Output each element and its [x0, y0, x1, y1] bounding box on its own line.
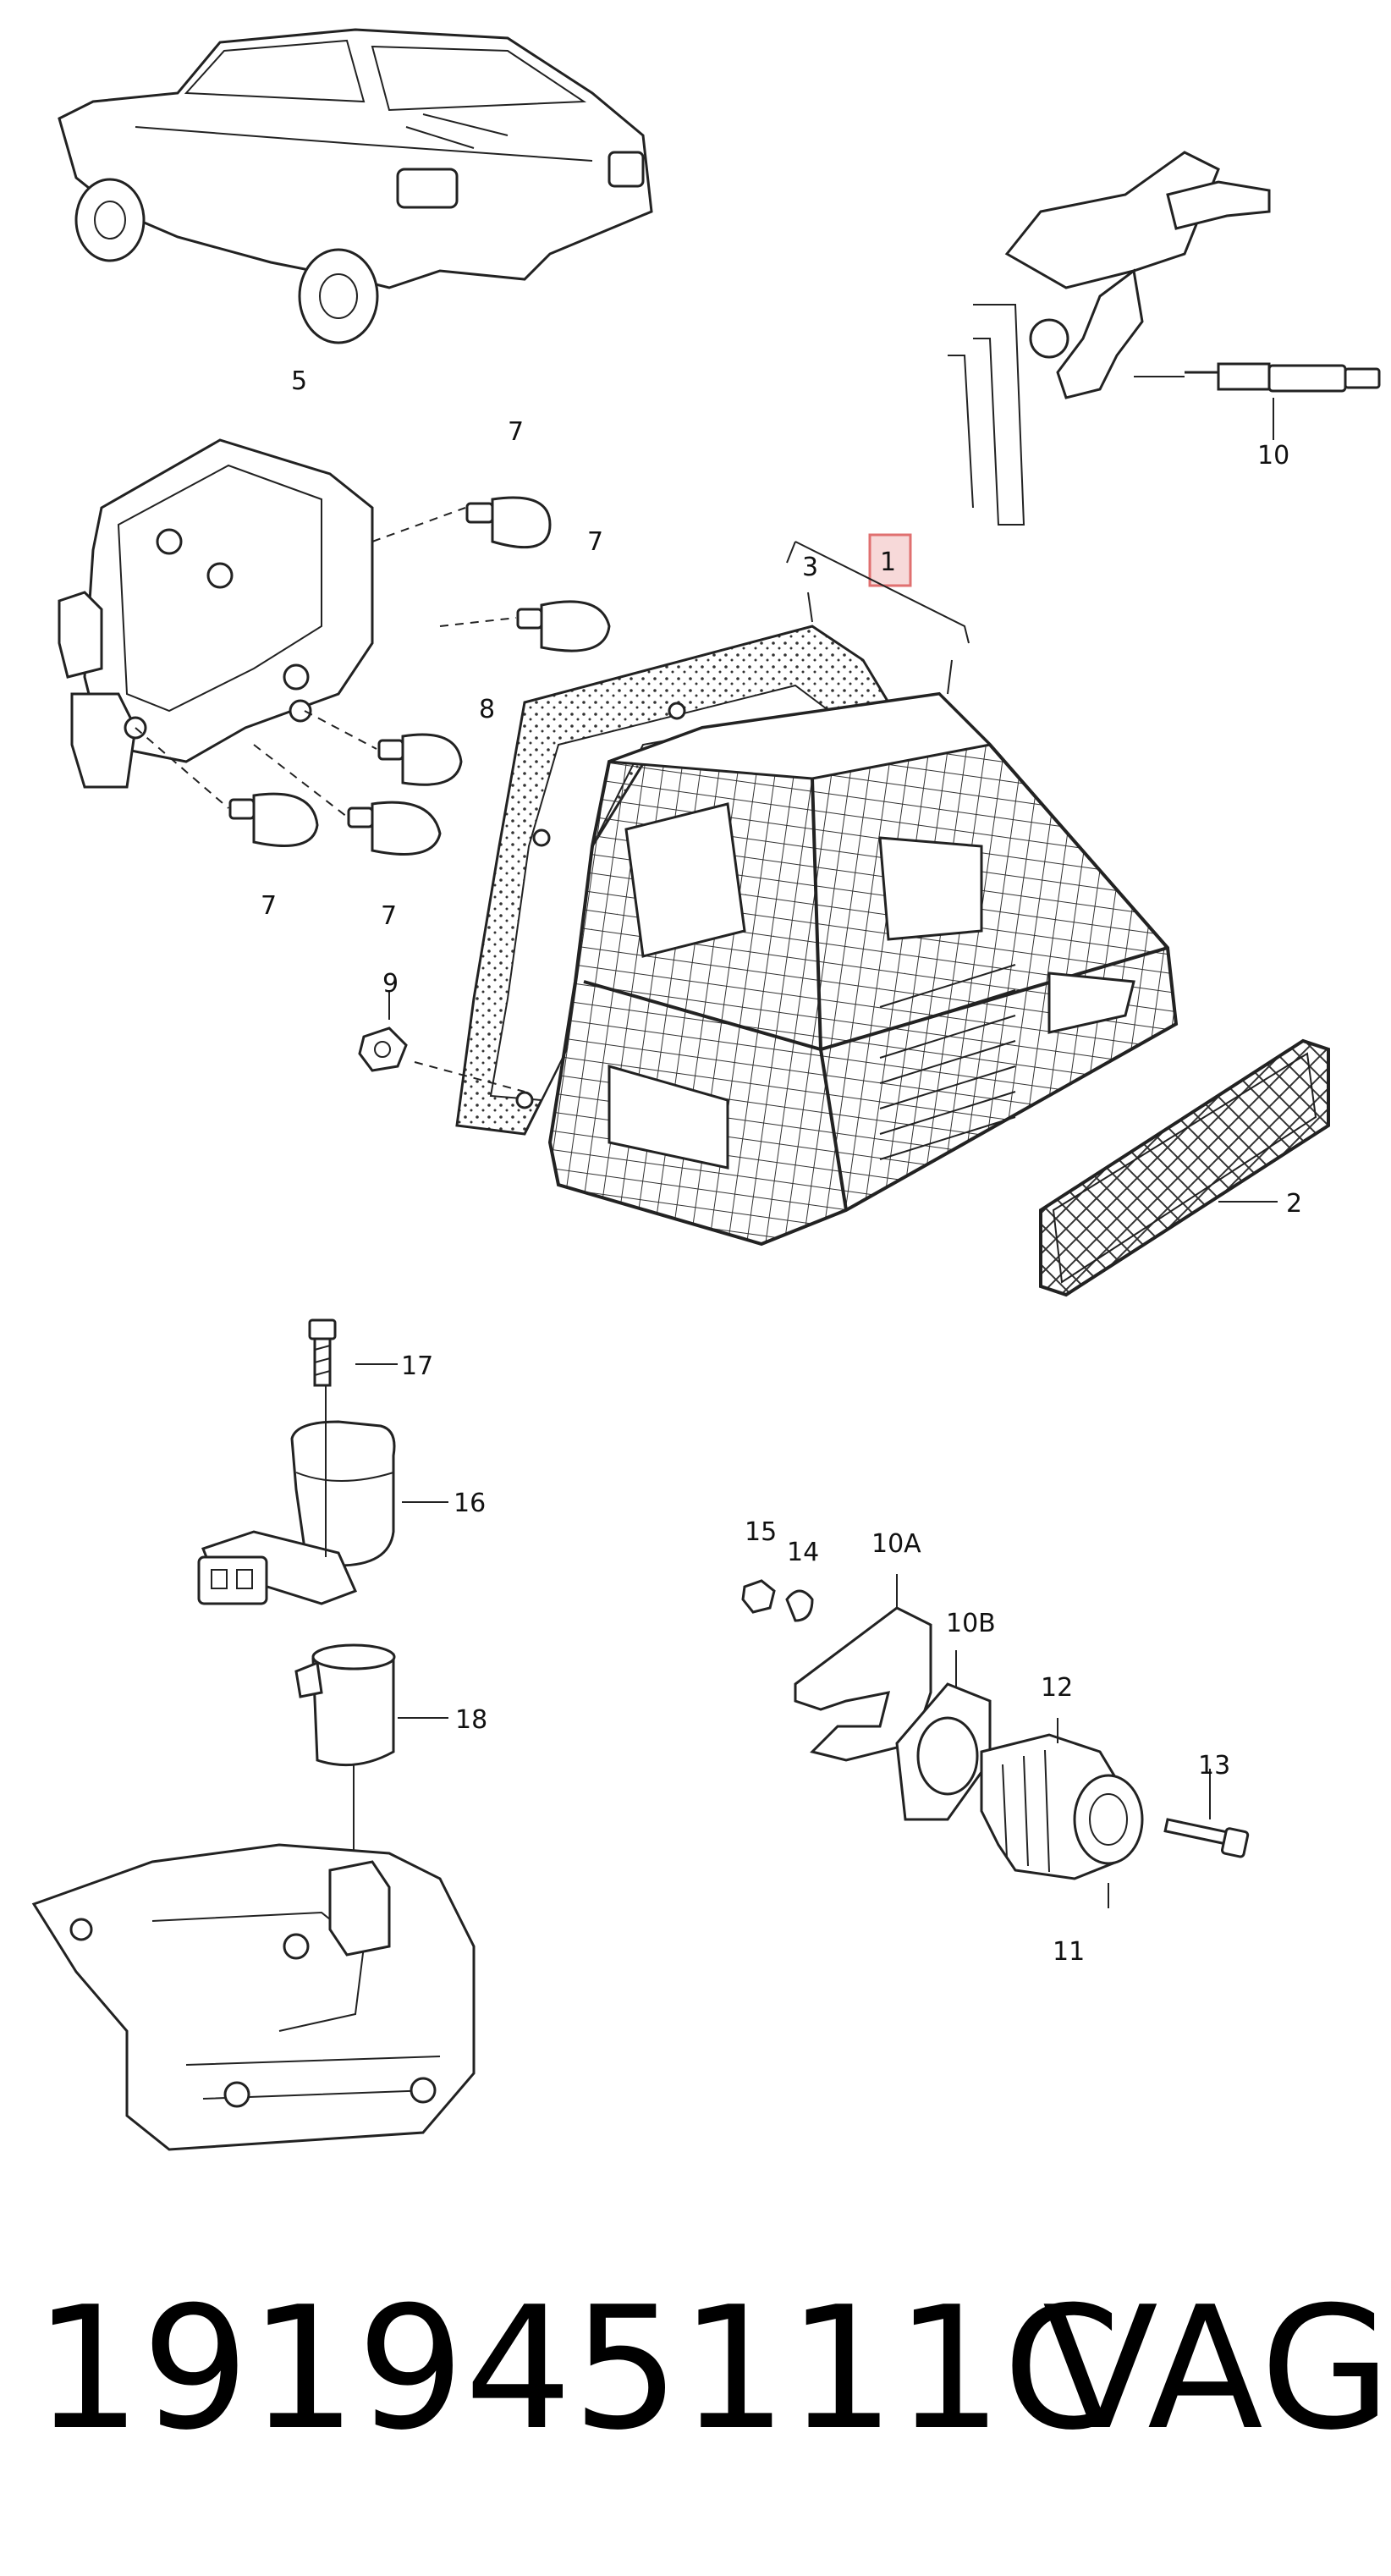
callout-10a: 10A	[871, 1529, 921, 1559]
highlight-box	[868, 533, 912, 587]
callout-7-top: 7	[508, 417, 524, 447]
bulb-7-upper-left	[465, 496, 552, 549]
callout-12: 12	[1041, 1673, 1073, 1703]
callout-1: 1	[880, 548, 896, 577]
bulb-holder	[58, 438, 374, 789]
sensor-16	[197, 1385, 448, 1605]
callout-11: 11	[1053, 1937, 1085, 1967]
callout-10: 10	[1257, 441, 1289, 471]
callout-15: 15	[745, 1517, 777, 1547]
part-number: 191945111C	[34, 2271, 1121, 2468]
callout-5: 5	[291, 366, 307, 396]
brand-label: VAG	[1042, 2271, 1391, 2468]
callout-10b: 10B	[946, 1609, 996, 1638]
tail-light-assembly	[547, 691, 1179, 1247]
callout-7-right: 7	[587, 527, 603, 557]
callout-13: 13	[1198, 1751, 1230, 1781]
exploded-parts-diagram: 1 2 3 5 7 7 7 7 8 9 10 10A 10B 11 12 13 …	[31, 28, 1381, 2151]
engine-block	[31, 1843, 476, 2151]
hub-assembly	[741, 1574, 1250, 1908]
callout-16: 16	[454, 1489, 486, 1518]
bulb-7-lower-left	[228, 792, 319, 847]
callout-17: 17	[401, 1351, 433, 1381]
bolt-17	[308, 1318, 398, 1387]
footer: 191945111C VAG	[0, 2268, 1391, 2471]
callout-7-lower-left: 7	[261, 891, 277, 921]
reflector	[1039, 1038, 1330, 1297]
car-illustration	[58, 28, 653, 344]
nut	[358, 990, 525, 1093]
nut-15	[741, 1579, 776, 1614]
washer-14	[785, 1589, 814, 1622]
callout-3: 3	[802, 553, 818, 582]
bulb-8	[377, 733, 463, 786]
bulb-7-lower-right	[347, 801, 442, 856]
callout-2: 2	[1286, 1189, 1302, 1219]
bulb-7-mid-right	[516, 600, 611, 652]
bracket-assembly	[948, 151, 1381, 526]
callout-8: 8	[479, 695, 495, 724]
callout-7-lower-right: 7	[381, 901, 397, 931]
plate-10a	[794, 1606, 932, 1762]
gasket	[455, 625, 891, 1136]
callout-9: 9	[382, 969, 399, 999]
sleeve-18	[294, 1643, 448, 1862]
bulbs	[135, 496, 611, 856]
callout-14: 14	[787, 1538, 819, 1567]
callout-18: 18	[455, 1705, 487, 1735]
